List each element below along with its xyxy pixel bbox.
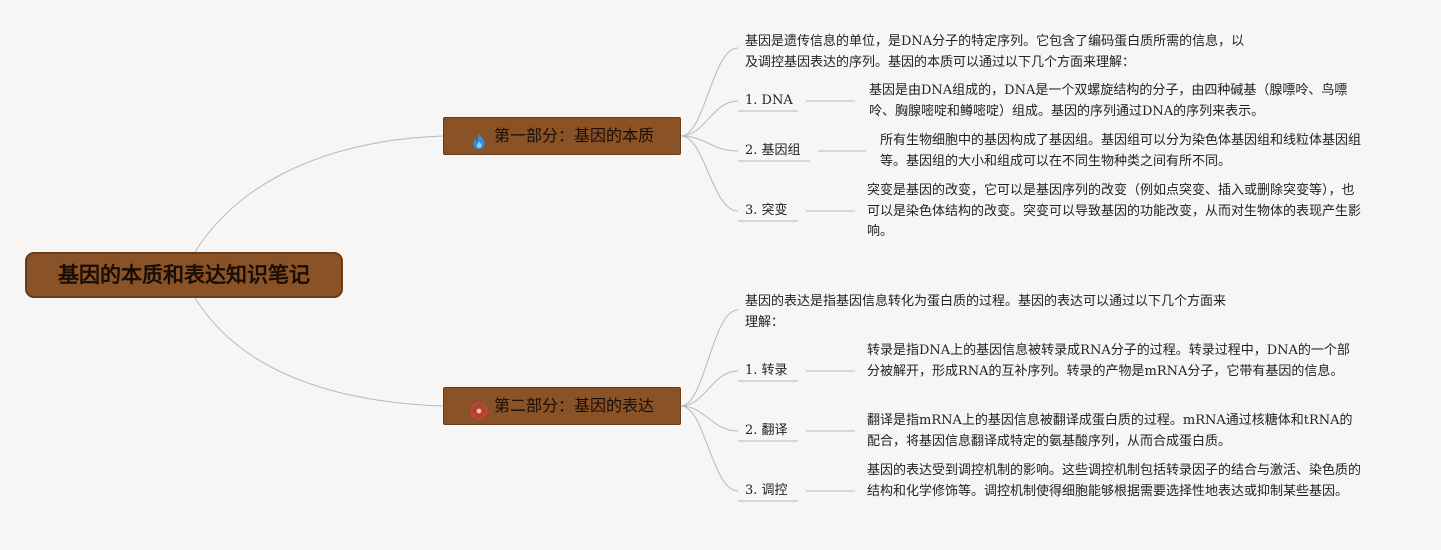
s1-item2-label[interactable]: 2. 基因组 xyxy=(745,143,801,158)
section-2-topic[interactable]: 第二部分：基因的表达 xyxy=(443,387,681,425)
section-1-topic[interactable]: 第一部分：基因的本质 xyxy=(443,117,681,155)
s1-item1-label[interactable]: 1. DNA xyxy=(745,93,793,108)
s1-item1-text: 基因是由DNA组成的，DNA是一个双螺旋结构的分子，由四种碱基（腺嘌呤、鸟嘌呤、… xyxy=(869,83,1348,119)
lifebuoy-icon xyxy=(470,397,488,420)
s1-item2-text: 所有生物细胞中的基因构成了基因组。基因组可以分为染色体基因组和线粒体基因组等。基… xyxy=(880,133,1362,169)
link-root-section1 xyxy=(194,135,444,253)
s1-item3-label[interactable]: 3. 突变 xyxy=(745,203,788,218)
root-topic[interactable]: 基因的本质和表达知识笔记 xyxy=(25,252,343,298)
s2-item1-label[interactable]: 1. 转录 xyxy=(745,363,788,378)
s2-item3-label[interactable]: 3. 调控 xyxy=(745,483,788,498)
link-s2-item1 xyxy=(680,370,739,407)
flame-icon xyxy=(470,127,488,149)
s2-item3-text: 基因的表达受到调控机制的影响。这些调控机制包括转录因子的结合与激活、染色质的结构… xyxy=(867,463,1362,499)
link-s1-intro xyxy=(680,47,739,137)
link-s1-item3 xyxy=(680,135,739,212)
link-s2-intro xyxy=(680,309,739,407)
link-root-section2 xyxy=(194,297,444,407)
section-2-intro: 基因的表达是指基因信息转化为蛋白质的过程。基因的表达可以通过以下几个方面来理解： xyxy=(745,294,1227,330)
link-s1-item1 xyxy=(680,100,739,137)
s1-item3-text: 突变是基因的改变，它可以是基因序列的改变（例如点突变、插入或删除突变等），也可以… xyxy=(867,183,1362,239)
s2-item1-text: 转录是指DNA上的基因信息被转录成RNA分子的过程。转录过程中，DNA的一个部分… xyxy=(867,343,1350,379)
s2-item2-text: 翻译是指mRNA上的基因信息被翻译成蛋白质的过程。mRNA通过核糖体和tRNA的… xyxy=(867,413,1353,449)
section-1-intro: 基因是遗传信息的单位，是DNA分子的特定序列。它包含了编码蛋白质所需的信息，以及… xyxy=(745,34,1245,70)
link-s2-item3 xyxy=(680,405,739,492)
section-1-heading: 第一部分：基因的本质 xyxy=(493,126,654,145)
section-2-heading: 第二部分：基因的表达 xyxy=(493,396,654,415)
link-s2-item2 xyxy=(680,405,739,432)
link-s1-item2 xyxy=(680,135,739,152)
s2-item2-label[interactable]: 2. 翻译 xyxy=(745,423,788,438)
